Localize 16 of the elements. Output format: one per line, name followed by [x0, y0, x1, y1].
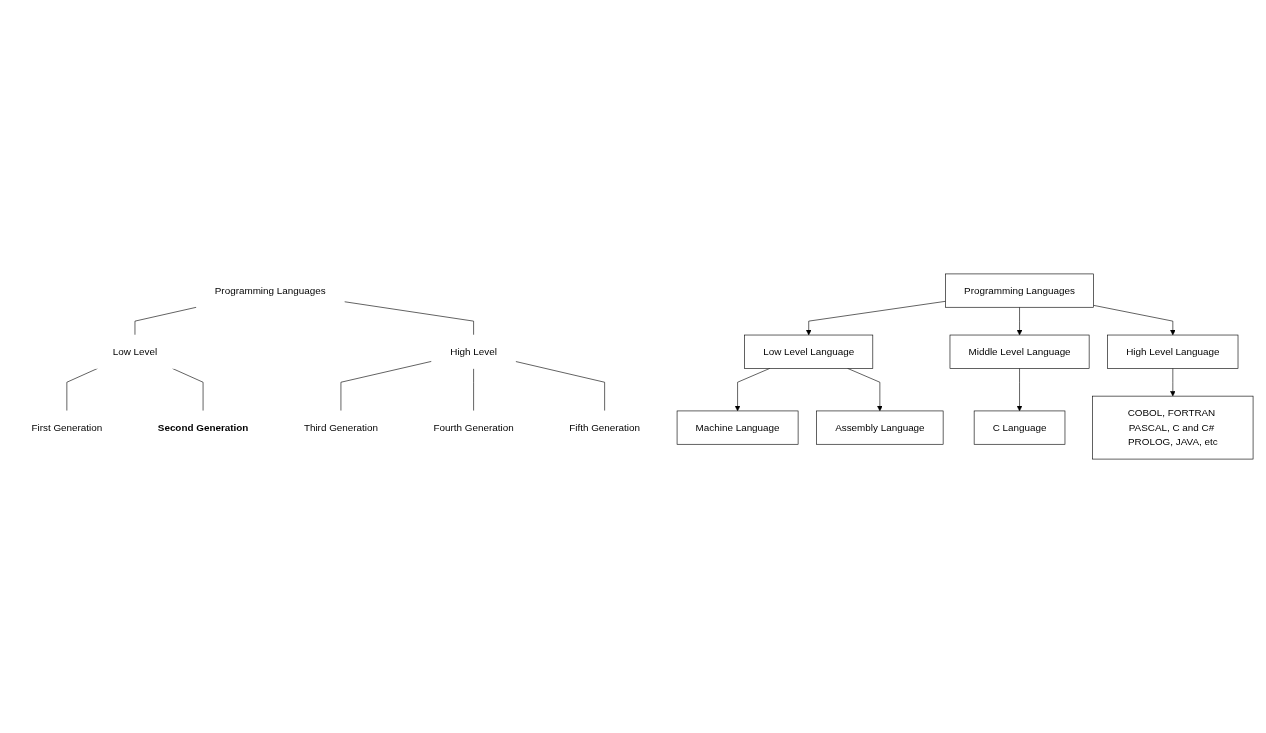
node-text: Second Generation [157, 422, 249, 433]
node-box: C Language [973, 410, 1066, 445]
node-box: Low Level Language [744, 334, 874, 369]
node-box: Middle Level Language [949, 334, 1090, 369]
node-box: High Level Language [1107, 334, 1239, 369]
node-text: Third Generation [303, 422, 378, 433]
node-text: Fifth Generation [569, 422, 641, 433]
node-box: Assembly Language [816, 410, 944, 445]
node-text: First Generation [31, 422, 103, 433]
node-text: High Level [450, 346, 497, 357]
node-text: Fourth Generation [433, 422, 514, 433]
node-box: COBOL, FORTRAN PASCAL, C and C# PROLOG, JAVA, etc [1092, 395, 1254, 460]
node-text: Programming Languages [214, 285, 326, 296]
node-box: Programming Languages [945, 273, 1094, 308]
node-box: Machine Language [676, 410, 799, 445]
node-text: Low Level [112, 346, 158, 357]
